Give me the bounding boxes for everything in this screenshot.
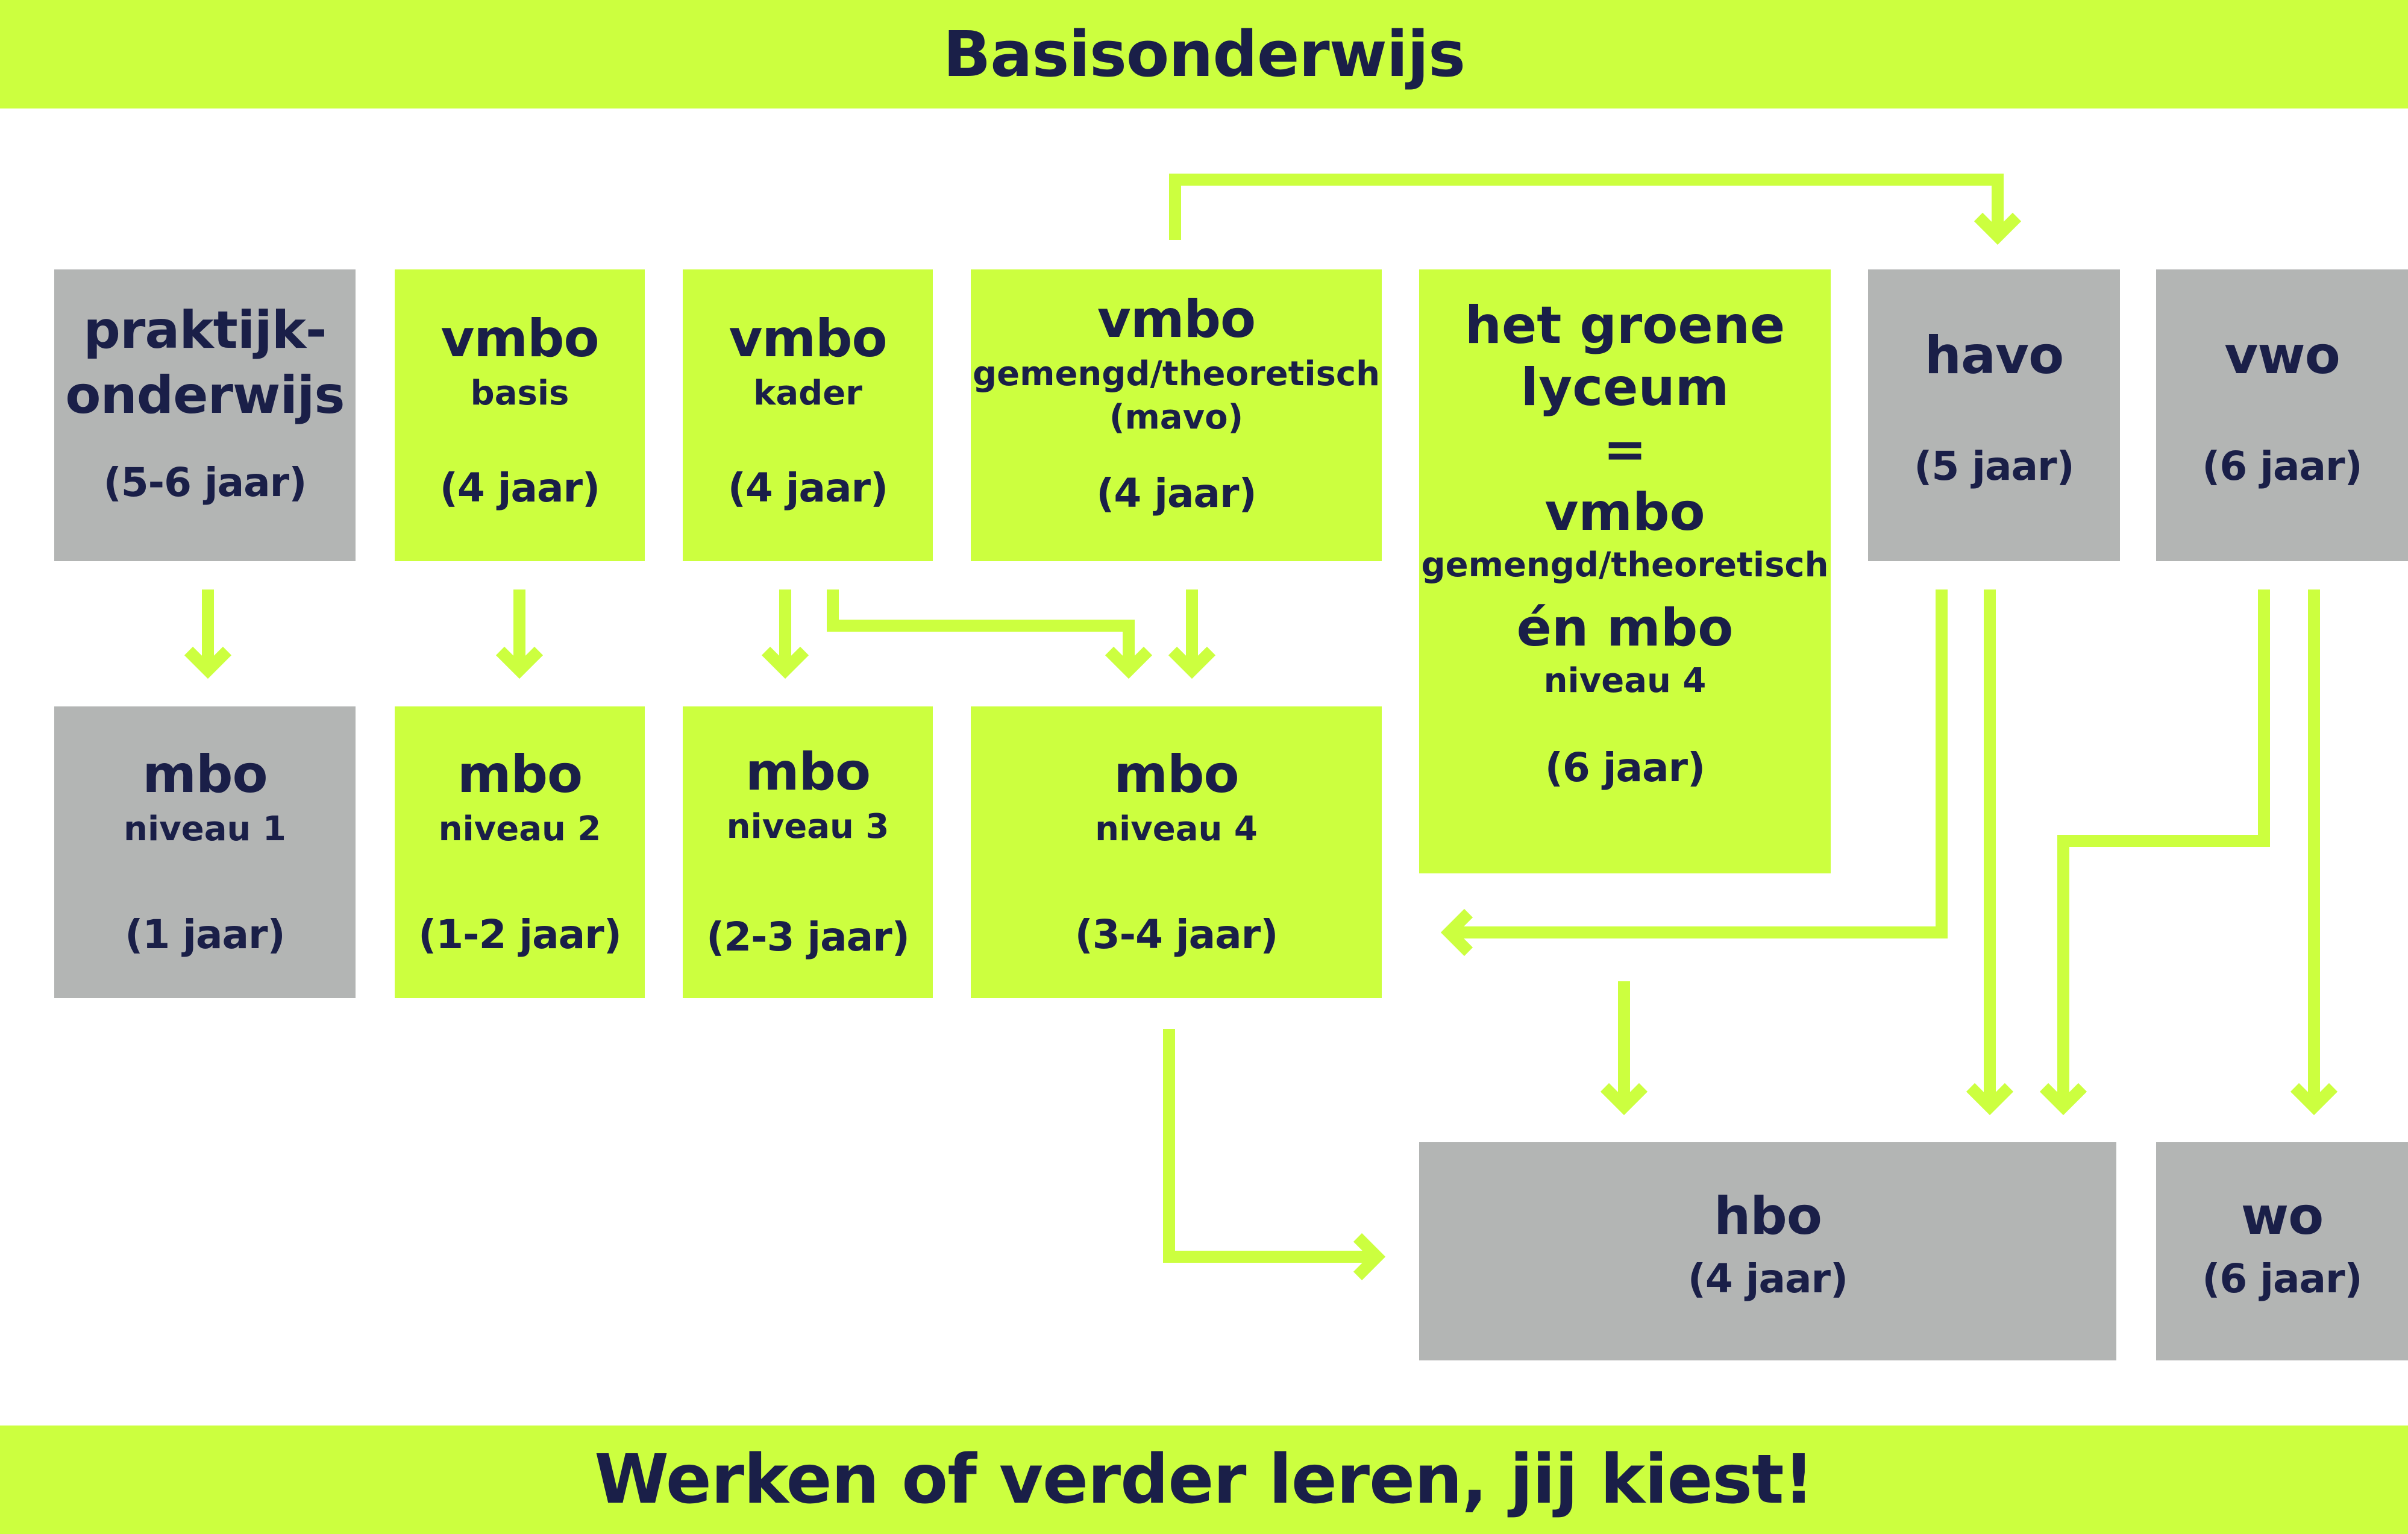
havo-box: havo (5 jaar) [1868, 269, 2120, 561]
mbo1-title: mbo [142, 744, 268, 805]
vwo-duration: (6 jaar) [2202, 442, 2362, 489]
hbo-duration: (4 jaar) [1687, 1255, 1848, 1302]
mbo1-duration: (1 jaar) [125, 911, 285, 958]
vmbo-basis-sub: basis [470, 373, 569, 413]
arrowhead-praktijk-to-mbo1 [184, 646, 232, 679]
havo-duration: (5 jaar) [1914, 442, 2074, 489]
arrow-kader-to-mbo4 [827, 589, 1135, 670]
vmbo-basis-box: vmbo basis (4 jaar) [395, 269, 645, 561]
arrowhead-havo-to-mbo4 [1440, 908, 1473, 957]
mbo-niveau-1-box: mbo niveau 1 (1 jaar) [54, 706, 356, 998]
arrow-havo-to-mbo4 [1449, 589, 1948, 938]
mbo-niveau-3-box: mbo niveau 3 (2-3 jaar) [683, 706, 933, 998]
praktijk-line2: onderwijs [65, 365, 345, 426]
praktijkonderwijs-box: praktijk- onderwijs (5-6 jaar) [54, 269, 356, 561]
vmbo-gt-duration: (4 jaar) [1096, 470, 1256, 517]
lyceum-line6: én mbo [1516, 597, 1734, 658]
vwo-title: vwo [2224, 325, 2341, 386]
arrowhead-vwo-to-wo [2290, 1083, 2338, 1116]
hbo-title: hbo [1714, 1186, 1822, 1246]
vmbo-basis-duration: (4 jaar) [439, 465, 600, 512]
mbo-niveau-4-box: mbo niveau 4 (3-4 jaar) [971, 706, 1382, 998]
vmbo-gt-sub2: (mavo) [1109, 398, 1244, 438]
mbo1-sub: niveau 1 [124, 809, 286, 849]
lyceum-line2: lyceum [1520, 357, 1729, 418]
footer-title: Werken of verder leren, jij kiest! [594, 1441, 1814, 1519]
mbo4-duration: (3-4 jaar) [1074, 911, 1279, 958]
header-band: Basisonderwijs [0, 0, 2408, 108]
mbo3-sub: niveau 3 [726, 806, 889, 846]
lyceum-line5: gemengd/theoretisch [1421, 545, 1829, 585]
vmbo-basis-title: vmbo [441, 309, 599, 369]
arrow-vmbo-gt-to-havo [1169, 174, 2004, 240]
vwo-box: vwo (6 jaar) [2156, 269, 2408, 561]
vmbo-gt-box: vmbo gemengd/theoretisch (mavo) (4 jaar) [971, 269, 1382, 561]
mbo3-duration: (2-3 jaar) [706, 914, 910, 961]
wo-box: wo (6 jaar) [2156, 1142, 2408, 1360]
havo-title: havo [1924, 325, 2064, 386]
mbo2-title: mbo [457, 744, 583, 805]
arrowhead-gt-to-mbo4 [1168, 646, 1216, 679]
wo-title: wo [2240, 1186, 2324, 1246]
vmbo-kader-box: vmbo kader (4 jaar) [683, 269, 933, 561]
arrow-mbo4-to-hbo [1163, 1029, 1377, 1263]
wo-duration: (6 jaar) [2202, 1255, 2362, 1302]
praktijk-line1: praktijk- [83, 300, 327, 360]
lyceum-line3: = [1603, 420, 1647, 480]
vmbo-kader-duration: (4 jaar) [727, 465, 888, 512]
mbo-niveau-2-box: mbo niveau 2 (1-2 jaar) [395, 706, 645, 998]
arrow-vwo-to-hbo [2057, 589, 2270, 1107]
lyceum-line1: het groene [1464, 295, 1786, 356]
arrowhead-basis-to-mbo2 [495, 646, 544, 679]
hbo-box: hbo (4 jaar) [1419, 1142, 2116, 1360]
header-title: Basisonderwijs [943, 17, 1466, 91]
lyceum-line7: niveau 4 [1543, 661, 1707, 700]
footer-band: Werken of verder leren, jij kiest! [0, 1426, 2408, 1534]
arrowhead-lyceum-to-hbo [1600, 1083, 1648, 1116]
mbo2-sub: niveau 2 [438, 809, 601, 849]
lyceum-line4: vmbo [1544, 482, 1705, 542]
mbo4-sub: niveau 4 [1095, 809, 1258, 849]
groene-lyceum-box: het groene lyceum = vmbo gemengd/theoret… [1419, 269, 1831, 873]
arrowhead-vmbo-gt-to-havo [1974, 212, 2022, 245]
arrowhead-kader-to-mbo4 [1105, 646, 1153, 679]
praktijk-duration: (5-6 jaar) [103, 459, 307, 506]
lyceum-duration: (6 jaar) [1544, 744, 1705, 791]
arrowhead-vwo-to-hbo [2039, 1083, 2087, 1116]
mbo3-title: mbo [745, 742, 871, 802]
vmbo-kader-sub: kader [753, 373, 862, 413]
mbo2-duration: (1-2 jaar) [418, 911, 622, 958]
vmbo-kader-title: vmbo [729, 309, 887, 369]
arrowhead-mbo4-to-hbo [1353, 1233, 1386, 1281]
mbo4-title: mbo [1114, 744, 1239, 805]
vmbo-gt-sub1: gemengd/theoretisch [973, 354, 1380, 394]
arrowhead-kader-to-mbo3 [761, 646, 809, 679]
vmbo-gt-title: vmbo [1097, 289, 1256, 350]
arrowhead-havo-to-hbo [1966, 1083, 2014, 1116]
